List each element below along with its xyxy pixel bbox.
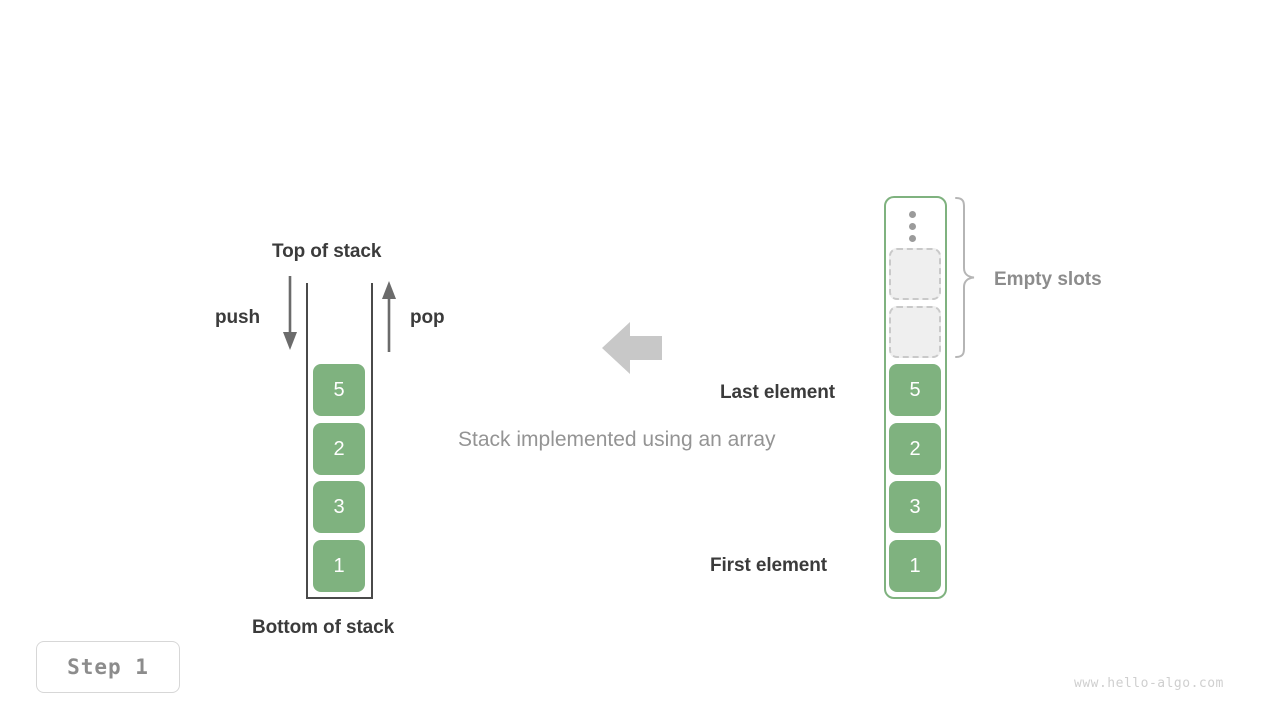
step-badge[interactable]: Step 1 — [36, 641, 180, 693]
array-cell: 5 — [889, 364, 941, 416]
stack-floor — [306, 597, 373, 599]
diagram-caption: Stack implemented using an array — [458, 428, 776, 451]
bottom-of-stack-label: Bottom of stack — [252, 617, 395, 638]
empty-slot — [889, 306, 941, 358]
empty-slot — [889, 248, 941, 300]
arrow-up-icon — [382, 281, 396, 352]
array-cell: 2 — [889, 423, 941, 475]
watermark: www.hello-algo.com — [1074, 676, 1224, 691]
last-element-label: Last element — [720, 382, 835, 403]
array-cell: 3 — [889, 481, 941, 533]
arrow-left-icon — [602, 322, 662, 374]
stack-cell: 2 — [313, 423, 365, 475]
stack-cell: 3 — [313, 481, 365, 533]
top-of-stack-label: Top of stack — [272, 241, 382, 262]
stack-wall-right — [371, 283, 373, 599]
stack-wall-left — [306, 283, 308, 599]
stack-cell: 5 — [313, 364, 365, 416]
empty-slots-label: Empty slots — [994, 269, 1102, 290]
pop-label: pop — [410, 307, 445, 328]
array-cell: 1 — [889, 540, 941, 592]
empty-slots-brace — [955, 197, 975, 358]
arrow-down-icon — [283, 276, 297, 350]
vertical-ellipsis-icon — [909, 211, 918, 242]
first-element-label: First element — [710, 555, 827, 576]
stack-cell: 1 — [313, 540, 365, 592]
push-label: push — [215, 307, 260, 328]
